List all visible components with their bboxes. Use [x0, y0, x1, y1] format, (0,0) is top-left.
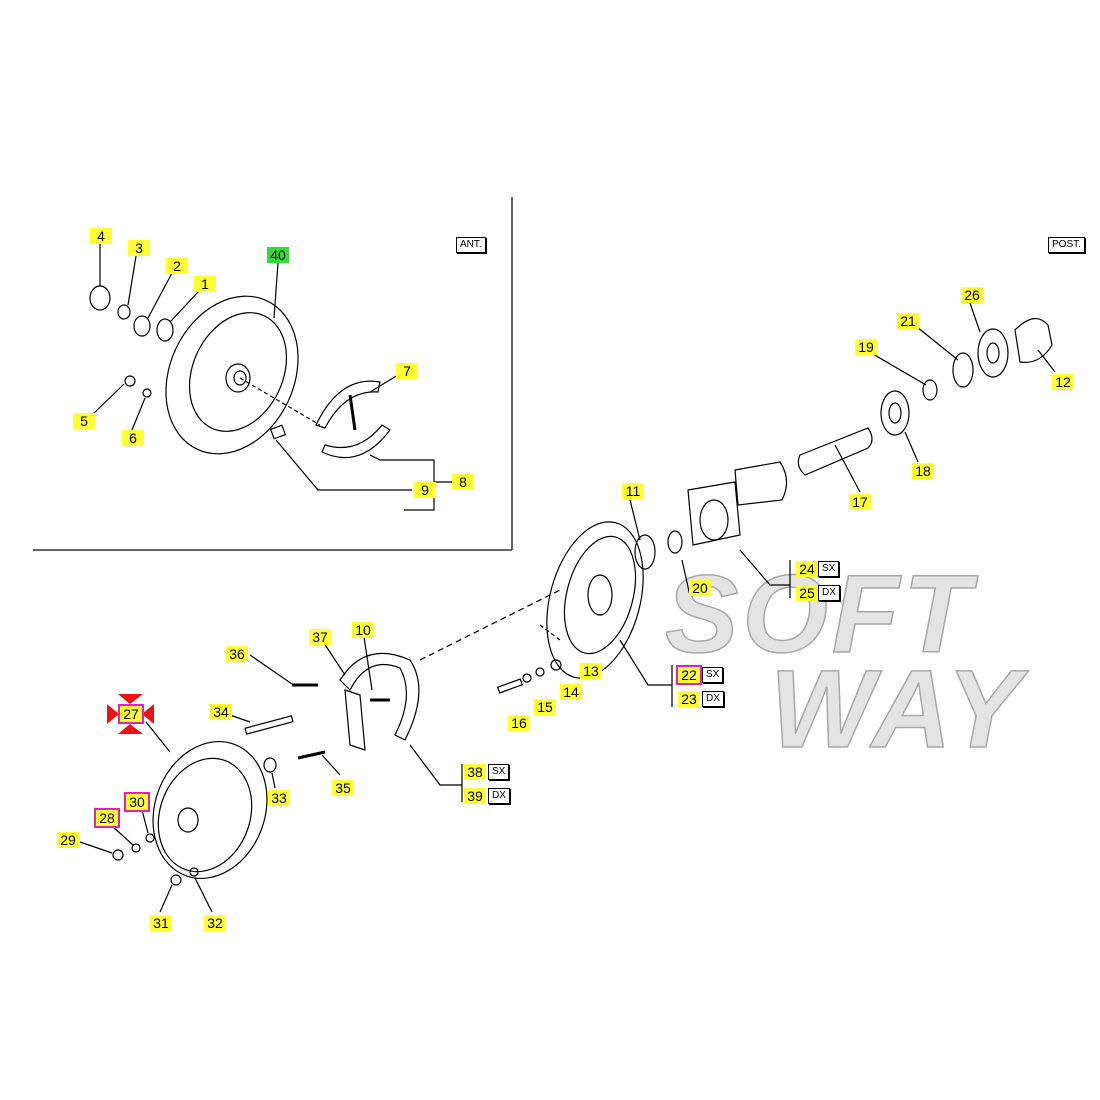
tag-39-dx: DX — [488, 788, 510, 804]
part-label-13[interactable]: 13 — [580, 663, 602, 679]
part-label-30[interactable]: 30 — [124, 792, 150, 812]
part-label-21[interactable]: 21 — [897, 313, 919, 329]
front-view-tag: ANT. — [456, 237, 486, 253]
front-brake-drum — [89, 240, 452, 511]
part-label-32[interactable]: 32 — [204, 915, 226, 931]
part-label-3[interactable]: 3 — [128, 240, 150, 256]
part-label-15[interactable]: 15 — [534, 699, 556, 715]
rear-view-tag: POST. — [1048, 237, 1085, 253]
part-label-16[interactable]: 16 — [508, 715, 530, 731]
part-label-20[interactable]: 20 — [689, 580, 711, 596]
part-label-40[interactable]: 40 — [267, 247, 289, 263]
part-label-17[interactable]: 17 — [849, 494, 871, 510]
tag-22-sx: SX — [702, 667, 724, 683]
part-label-18[interactable]: 18 — [912, 463, 934, 479]
watermark-line1: SOFT — [664, 553, 975, 676]
tag-24-sx: SX — [818, 561, 840, 577]
part-label-14[interactable]: 14 — [560, 684, 582, 700]
part-label-25[interactable]: 25 — [796, 585, 818, 601]
part-label-24[interactable]: 24 — [796, 561, 818, 577]
part-label-29[interactable]: 29 — [57, 832, 79, 848]
part-label-10[interactable]: 10 — [352, 622, 374, 638]
rear-axle-parts — [79, 302, 1056, 913]
part-label-36[interactable]: 36 — [226, 646, 248, 662]
part-label-6[interactable]: 6 — [122, 430, 144, 446]
part-label-39[interactable]: 39 — [464, 788, 486, 804]
watermark-line2: WAY — [769, 648, 1025, 771]
tag-38-sx: SX — [488, 764, 510, 780]
part-label-34[interactable]: 34 — [210, 704, 232, 720]
part-label-28[interactable]: 28 — [94, 808, 120, 828]
inset-frame — [33, 197, 513, 551]
part-label-4[interactable]: 4 — [90, 228, 112, 244]
part-label-27[interactable]: 27 — [118, 704, 144, 724]
part-label-8[interactable]: 8 — [452, 474, 474, 490]
part-label-23[interactable]: 23 — [678, 691, 700, 707]
tag-23-dx: DX — [702, 691, 724, 707]
part-label-35[interactable]: 35 — [332, 780, 354, 796]
part-label-12[interactable]: 12 — [1052, 374, 1074, 390]
part-label-31[interactable]: 31 — [150, 915, 172, 931]
part-label-2[interactable]: 2 — [166, 258, 188, 274]
part-label-1[interactable]: 1 — [194, 276, 216, 292]
part-label-26[interactable]: 26 — [961, 287, 983, 303]
part-label-22[interactable]: 22 — [676, 665, 702, 685]
part-label-7[interactable]: 7 — [396, 363, 418, 379]
part-label-19[interactable]: 19 — [855, 339, 877, 355]
part-label-11[interactable]: 11 — [622, 483, 644, 499]
part-label-37[interactable]: 37 — [309, 629, 331, 645]
part-label-9[interactable]: 9 — [414, 482, 436, 498]
tag-25-dx: DX — [818, 585, 840, 601]
part-label-33[interactable]: 33 — [268, 790, 290, 806]
part-label-38[interactable]: 38 — [464, 764, 486, 780]
selection-marker — [107, 694, 154, 734]
part-label-5[interactable]: 5 — [73, 413, 95, 429]
